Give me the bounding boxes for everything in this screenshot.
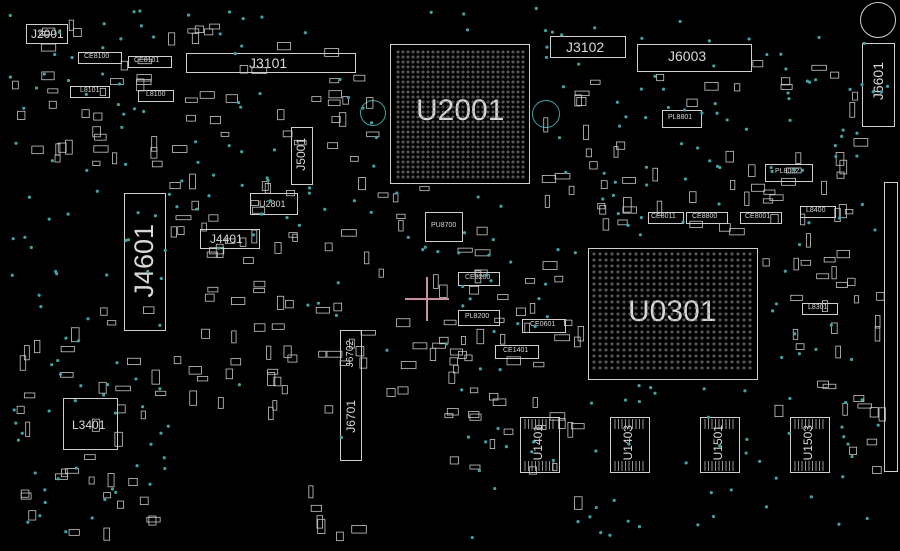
part-pl8801-label: PL8801 bbox=[668, 114, 693, 121]
connector-j5001-label: J5001 bbox=[294, 138, 308, 171]
mount-hole-left bbox=[360, 100, 386, 126]
chip-u1501-label: U1501 bbox=[711, 425, 725, 461]
connector-j4401-label: J4401 bbox=[210, 232, 243, 246]
part-ce8100[interactable] bbox=[78, 52, 122, 64]
connector-j3102-label: J3102 bbox=[566, 39, 605, 55]
part-ce8001[interactable] bbox=[740, 212, 782, 224]
chip-u1403-label: U1403 bbox=[621, 425, 635, 461]
part-pl8002-label: PL8002 bbox=[775, 168, 800, 175]
part-ce1401-label: CE1401 bbox=[503, 347, 529, 354]
part-ce8800[interactable] bbox=[686, 212, 728, 224]
chip-pu8700[interactable] bbox=[425, 212, 463, 242]
chip-u1403[interactable] bbox=[610, 417, 650, 473]
part-ce8011[interactable] bbox=[648, 212, 684, 224]
connector-j4401[interactable] bbox=[200, 229, 260, 249]
connector-j6702-j6701[interactable] bbox=[340, 330, 362, 461]
connector-j6003[interactable] bbox=[637, 44, 752, 72]
part-l8301[interactable] bbox=[802, 303, 838, 315]
part-ce8101[interactable] bbox=[128, 56, 172, 68]
connector-j2001-label: J2001 bbox=[31, 27, 64, 41]
connector-j3102[interactable] bbox=[550, 36, 626, 58]
inductor-l3401-label: L3401 bbox=[72, 418, 106, 432]
part-ce8800-label: CE8800 bbox=[692, 213, 718, 220]
part-l8101[interactable] bbox=[70, 86, 110, 98]
part-l8301-label: L8301 bbox=[808, 304, 828, 311]
part-pl8200-label: PL8200 bbox=[465, 313, 490, 320]
part-l8100-label: L8100 bbox=[146, 91, 166, 98]
connector-j6003-label: J6003 bbox=[668, 48, 707, 64]
connector-j3101-label: J3101 bbox=[249, 55, 288, 71]
part-pl8801[interactable] bbox=[662, 110, 702, 128]
chip-u1501[interactable] bbox=[700, 417, 740, 473]
connector-j2001[interactable] bbox=[26, 24, 68, 44]
chip-u2001[interactable] bbox=[390, 44, 530, 184]
chip-u1401[interactable] bbox=[520, 417, 560, 473]
chip-u1503-label: U1503 bbox=[801, 425, 815, 461]
connector-right-edge[interactable] bbox=[884, 182, 898, 472]
part-l8101-label: L8101 bbox=[80, 87, 100, 94]
connector-j3101[interactable] bbox=[186, 53, 356, 73]
crosshair-cursor bbox=[405, 277, 449, 321]
inductor-l3401[interactable] bbox=[63, 398, 118, 450]
chip-u1401-label: U1401 bbox=[531, 425, 545, 461]
chip-u0301-label: U0301 bbox=[628, 295, 717, 328]
part-ce0601-label: CE0601 bbox=[530, 321, 556, 328]
connector-j4601-label: J4601 bbox=[129, 224, 159, 298]
part-l8400-label: L8400 bbox=[806, 207, 826, 214]
connector-j6701-label: J6701 bbox=[344, 400, 358, 433]
part-ce8101-label: CE8101 bbox=[134, 57, 160, 64]
part-ce8100-label: CE8100 bbox=[84, 53, 110, 60]
chip-u0301[interactable] bbox=[588, 248, 758, 380]
chip-u1503[interactable] bbox=[790, 417, 830, 473]
part-ce8011-label: CE8011 bbox=[651, 213, 676, 220]
mount-hole-top-right bbox=[860, 2, 896, 38]
connector-j6601-label: J6601 bbox=[870, 62, 886, 101]
connector-j6702-label: J6702 bbox=[345, 340, 356, 368]
chip-u2801[interactable] bbox=[250, 193, 298, 215]
chip-pu8700-label: PU8700 bbox=[431, 222, 457, 229]
part-l8100[interactable] bbox=[138, 90, 174, 102]
chip-u2801-label: U2801 bbox=[259, 199, 286, 209]
connector-j4601[interactable] bbox=[124, 193, 166, 331]
connector-j5001[interactable] bbox=[291, 127, 313, 185]
mount-hole-mid bbox=[532, 100, 560, 128]
chip-u2001-label: U2001 bbox=[416, 94, 505, 127]
part-ce8200-label: CE8200 bbox=[465, 274, 491, 281]
part-ce8001-label: CE8001 bbox=[745, 213, 771, 220]
